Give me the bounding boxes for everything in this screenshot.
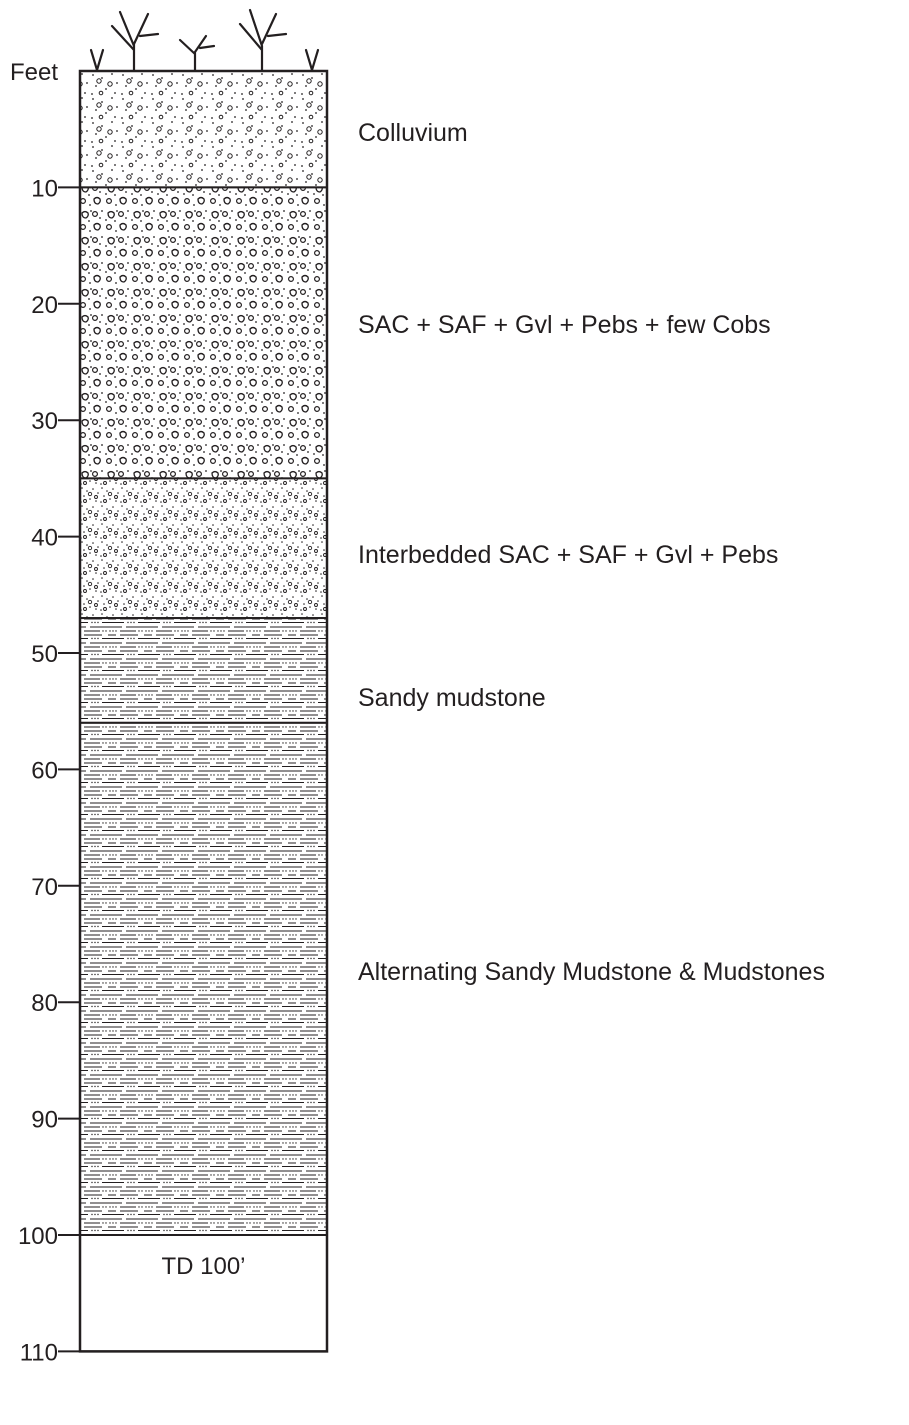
layer-gravel-pebble-cobble — [79, 186, 328, 480]
depth-tick-label: 50 — [31, 641, 58, 668]
depth-tick-label: 30 — [31, 408, 58, 435]
surface-vegetation-icon — [89, 8, 320, 74]
layer-sandy-mudstone — [79, 617, 328, 724]
layer-description-colluvium: Colluvium — [358, 119, 468, 147]
layer-colluvium — [79, 70, 328, 189]
lithology-layers — [79, 70, 328, 1236]
below-total-depth-section — [79, 1234, 328, 1353]
layer-description-interbedded: Interbedded SAC + SAF + Gvl + Pebs — [358, 541, 778, 569]
depth-tick-label: 10 — [31, 175, 58, 202]
layer-alternating — [79, 721, 328, 1236]
layer-description-alternating: Alternating Sandy Mudstone & Mudstones — [358, 958, 825, 986]
total-depth-label: TD 100’ — [161, 1253, 245, 1280]
column-outline — [78, 69, 329, 1353]
depth-tick-label: 20 — [31, 292, 58, 319]
depth-tick-label: 110 — [20, 1339, 58, 1366]
depth-tick-label: 40 — [31, 525, 58, 552]
depth-tick-label: 80 — [31, 990, 58, 1017]
layer-description-sandy-mudstone: Sandy mudstone — [358, 684, 546, 712]
depth-tick-label: 90 — [31, 1107, 58, 1134]
layer-description-gravel-pebble-cobble: SAC + SAF + Gvl + Pebs + few Cobs — [358, 311, 771, 339]
depth-tick-label: 60 — [31, 757, 58, 784]
depth-scale: 10 20 30 40 50 60 70 80 90 100 110 — [18, 175, 80, 1366]
depth-tick-label: 100 — [18, 1223, 58, 1250]
depth-units-label: Feet — [10, 59, 58, 86]
depth-tick-label: 70 — [31, 874, 58, 901]
layer-interbedded — [79, 477, 328, 620]
